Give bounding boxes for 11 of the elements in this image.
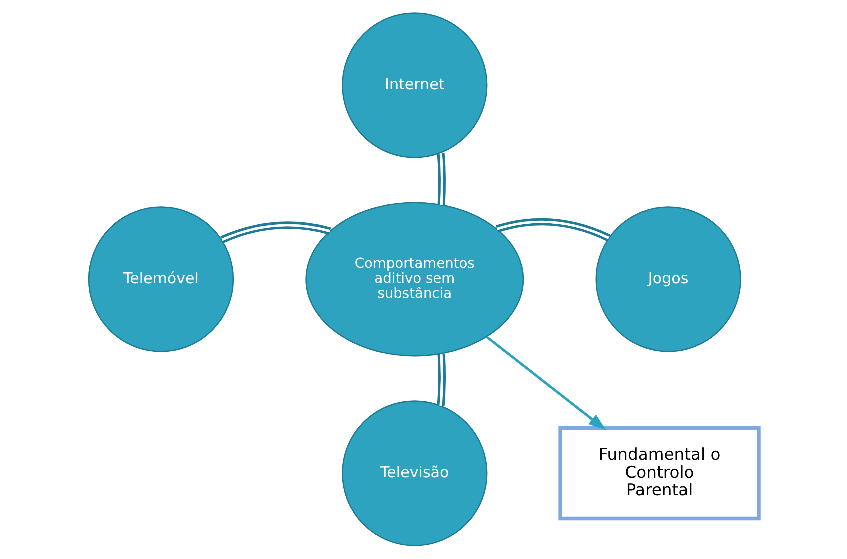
connector	[436, 152, 446, 206]
arrow	[486, 336, 606, 430]
connector	[220, 222, 331, 244]
node-circle: Internet	[342, 12, 488, 158]
node-box: Fundamental o Controlo Parental	[558, 426, 760, 521]
connector	[496, 218, 610, 242]
node-ellipse: Comportamentos aditivo sem substância	[305, 202, 524, 357]
connector	[436, 354, 446, 406]
node-circle: Jogos	[595, 206, 741, 352]
node-circle: Televisão	[342, 400, 488, 546]
node-circle: Telemóvel	[88, 206, 234, 352]
